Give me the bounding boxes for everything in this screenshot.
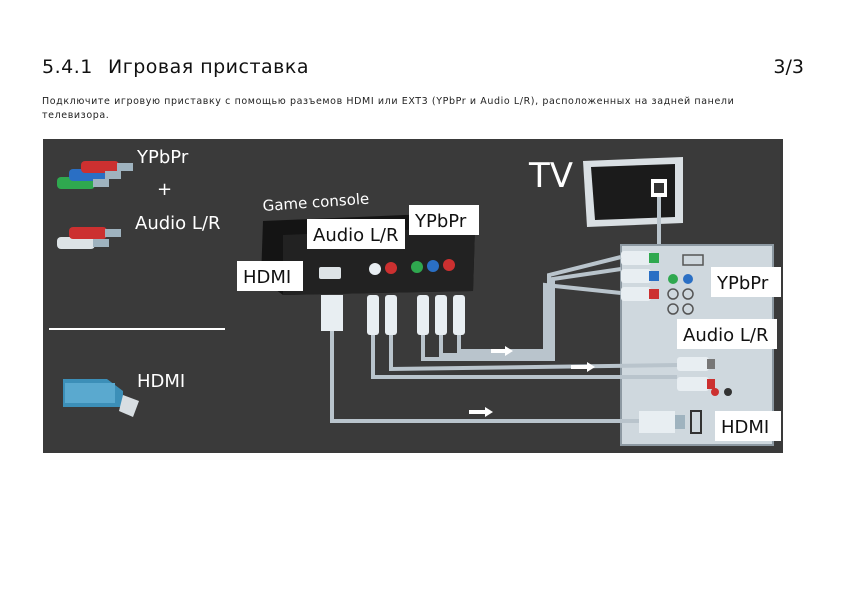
- connection-diagram: YPbPr + Audio L/R HDMI TV: [43, 139, 783, 453]
- arrow-hdmi-icon: [469, 407, 493, 417]
- legend-hdmi-plug-icon: [63, 379, 139, 417]
- legend-plus: +: [157, 179, 172, 200]
- section-number: 5.4.1: [42, 56, 93, 78]
- arrow-audio-icon: [571, 362, 595, 372]
- tv-panel-jacks-icon: [667, 254, 732, 396]
- arrow-ypbpr-icon: [491, 346, 513, 356]
- section-title: Игровая приставка: [108, 56, 309, 78]
- intro-text: Подключите игровую приставку с помощью р…: [42, 96, 735, 121]
- tag-console-hdmi-text: HDMI: [243, 267, 291, 288]
- tv-label: TV: [528, 156, 573, 196]
- direction-arrows: [469, 346, 595, 417]
- legend-ypbpr-plugs-icon: [57, 161, 133, 189]
- tag-tv-ypbpr-text: YPbPr: [716, 273, 769, 294]
- ypbpr-cable-red: [457, 282, 622, 353]
- legend-hdmi: HDMI: [137, 371, 185, 392]
- tag-tv-hdmi: HDMI: [715, 411, 781, 441]
- console-plugs-icon: [321, 295, 465, 335]
- connection-diagram-svg: YPbPr + Audio L/R HDMI TV: [43, 139, 783, 453]
- tag-tv-ypbpr: YPbPr: [711, 267, 781, 297]
- hdmi-cable: [330, 331, 639, 423]
- tag-console-audio: Audio L/R: [307, 219, 405, 249]
- tv-hdmi-plug-icon: [639, 410, 702, 434]
- tag-tv-hdmi-text: HDMI: [721, 417, 769, 438]
- tag-tv-audio-text: Audio L/R: [683, 325, 768, 346]
- tv-audio-plugs-icon: [677, 357, 715, 391]
- tv-ypbpr-plugs-icon: [621, 251, 659, 301]
- tv-icon: [583, 157, 683, 227]
- page-counter: 3/3: [773, 56, 804, 78]
- tag-console-audio-text: Audio L/R: [313, 225, 398, 246]
- tag-console-hdmi: HDMI: [237, 261, 303, 291]
- tag-console-ypbpr: YPbPr: [409, 205, 479, 235]
- tag-console-ypbpr-text: YPbPr: [414, 211, 467, 232]
- legend-audio: Audio L/R: [135, 213, 220, 234]
- ypbpr-cable-blue: [439, 255, 622, 357]
- legend-audio-plugs-icon: [57, 227, 121, 249]
- audio-cable-left: [371, 335, 677, 379]
- tag-tv-audio: Audio L/R: [677, 319, 777, 349]
- ypbpr-cable-green: [421, 267, 622, 361]
- legend-ypbpr: YPbPr: [136, 147, 189, 168]
